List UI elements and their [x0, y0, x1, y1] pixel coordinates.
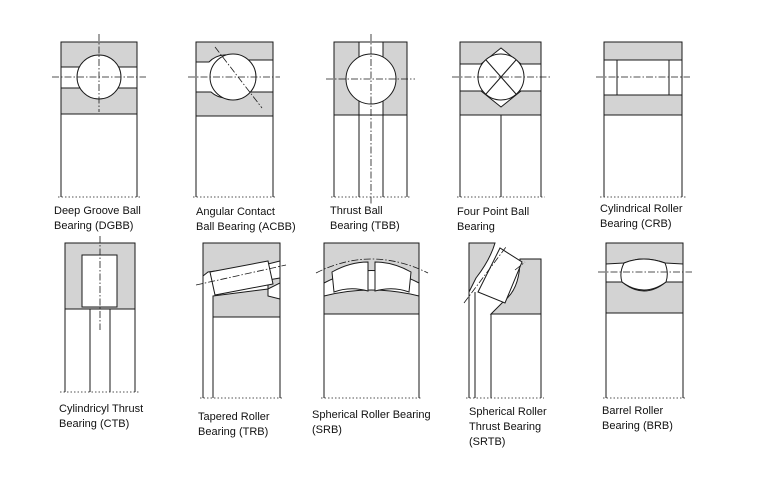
label-tbb: Thrust Ball Bearing (TBB) [330, 204, 400, 234]
srb-drawing [315, 242, 429, 399]
label-line: Angular Contact [196, 206, 275, 218]
label-ctb: Cylindricyl Thrust Bearing (CTB) [59, 402, 143, 432]
label-line: Spherical Roller [469, 406, 547, 418]
roller-icon [374, 261, 412, 293]
label-line: Cylindrical Roller [600, 203, 683, 215]
roller-icon [620, 258, 668, 291]
srtb-drawing [463, 242, 544, 399]
label-trb: Tapered Roller Bearing (TRB) [198, 410, 270, 440]
label-line: Ball Bearing (ACBB) [196, 221, 296, 233]
label-line: Spherical Roller Bearing [312, 409, 431, 421]
ctb-drawing [60, 236, 140, 393]
roller-icon [331, 261, 369, 293]
label-line: Bearing (BRB) [602, 420, 673, 432]
tbb-drawing [326, 34, 415, 205]
ball-icon [345, 53, 397, 105]
label-line: Bearing (DGBB) [54, 220, 134, 232]
roller-icon [81, 254, 118, 308]
label-srtb: Spherical Roller Thrust Bearing (SRTB) [469, 405, 547, 450]
roller-icon [477, 247, 523, 304]
label-line: Bearing [457, 221, 495, 233]
roller-icon [209, 260, 274, 296]
roller-icon [616, 59, 670, 96]
label-dgbb: Deep Groove Ball Bearing (DGBB) [54, 204, 141, 234]
label-line: Bearing (CTB) [59, 418, 130, 430]
label-line: Bearing (TBB) [330, 220, 400, 232]
acbb-drawing [188, 41, 280, 198]
label-line: (SRTB) [469, 436, 506, 448]
label-line: Cylindricyl Thrust [59, 403, 144, 415]
label-line: Barrel Roller [602, 405, 664, 417]
trb-drawing [195, 242, 287, 399]
brb-drawing [598, 242, 692, 399]
label-acbb: Angular Contact Ball Bearing (ACBB) [196, 205, 296, 235]
crb-drawing [596, 41, 690, 198]
label-line: Deep Groove Ball [54, 205, 141, 217]
label-line: Bearing (CRB) [600, 218, 672, 230]
label-line: Bearing (TRB) [198, 426, 269, 438]
dgbb-drawing [52, 34, 146, 198]
label-line: Thrust Ball [330, 205, 383, 217]
label-fpbb: Four Point Ball Bearing [457, 205, 529, 235]
label-brb: Barrel Roller Bearing (BRB) [602, 404, 673, 434]
label-srb: Spherical Roller Bearing (SRB) [312, 408, 431, 438]
label-line: Tapered Roller [198, 411, 270, 423]
label-line: (SRB) [312, 424, 342, 436]
label-line: Thrust Bearing [469, 421, 542, 433]
label-line: Four Point Ball [457, 206, 530, 218]
label-crb: Cylindrical Roller Bearing (CRB) [600, 202, 683, 232]
fpbb-drawing [452, 41, 550, 198]
